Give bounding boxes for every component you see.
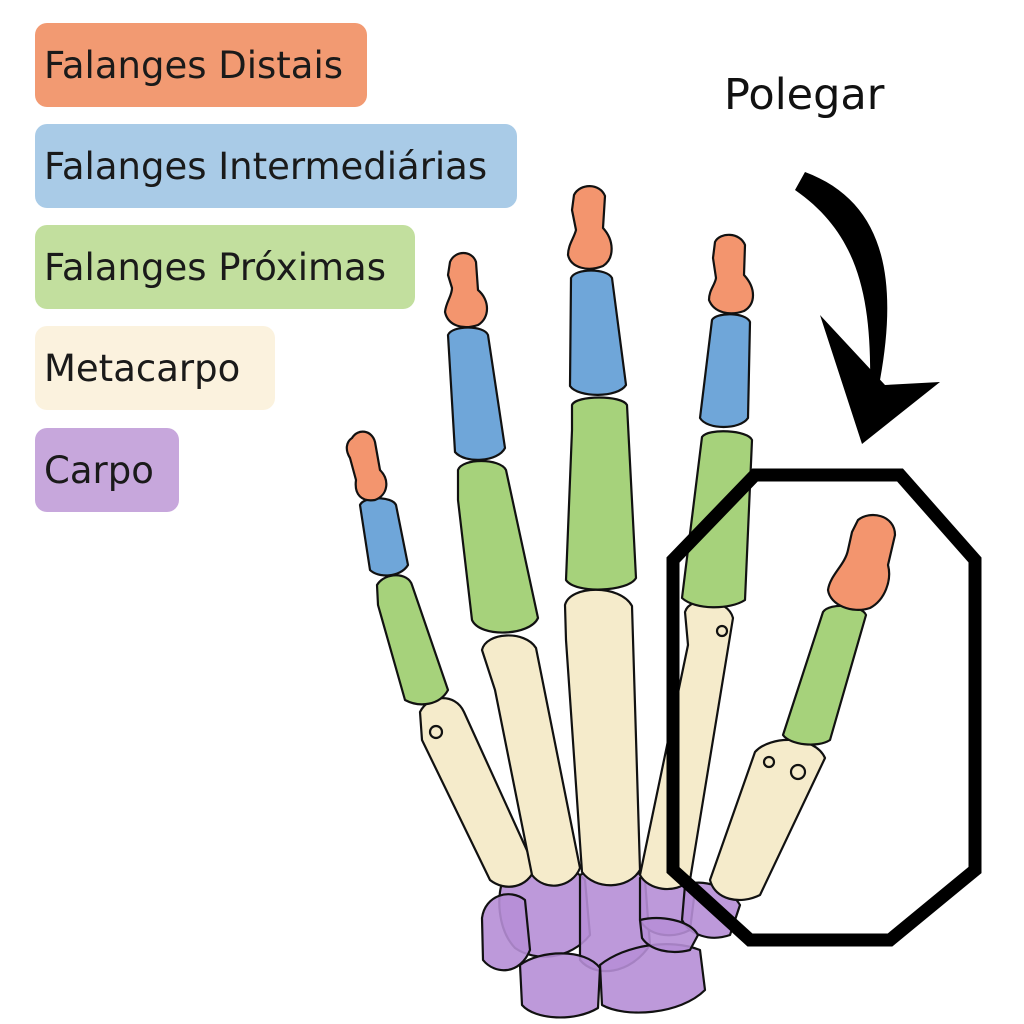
proximal-phalanx-little [375,574,450,706]
legend-distal-label: Falanges Distais [44,43,344,87]
carpal-bone [518,952,602,1019]
legend-metacarpals: Metacarpo [35,326,275,410]
carpal-bone [598,943,707,1014]
legend-carpals-label: Carpo [44,448,154,492]
distal-phalanx-thumb [826,513,897,611]
sesamoid-bone [762,755,776,769]
metacarpal-middle [563,588,642,887]
intermediate-phalanx-middle [568,269,628,396]
intermediate-phalanx-ring [446,326,507,461]
carpal-bone [638,917,700,954]
legend-proximal-phalanges: Falanges Próximas [35,225,415,309]
metacarpal-thumb [708,738,827,902]
proximal-phalanx-thumb [781,604,868,746]
carpal-bones [480,863,742,1019]
distal-phalanx-middle [566,185,613,270]
proximal-phalanx-middle [564,396,638,591]
carpal-bone [480,893,532,972]
proximal-phalanx-ring [456,460,540,634]
intermediate-phalanges [358,269,752,577]
metacarpal-bones [418,588,827,902]
sesamoid-bone [715,624,729,638]
legend-distal-phalanges: Falanges Distais [35,23,367,107]
legend-intermediate-phalanges: Falanges Intermediárias [35,124,517,208]
legend-carpals: Carpo [35,428,179,512]
intermediate-phalanx-little [358,497,410,577]
proximal-phalanges [375,396,868,746]
thumb-highlight-outline [666,468,982,947]
legend-proximal-label: Falanges Próximas [44,245,386,289]
sesamoid-bone [789,763,807,781]
legend-intermediate-label: Falanges Intermediárias [44,144,488,188]
intermediate-phalanx-index [698,313,752,429]
metacarpal-ring [480,634,582,887]
distal-phalanx-index [707,233,755,315]
thumb-label: Polegar [724,70,885,120]
legend-metacarpals-label: Metacarpo [44,346,241,390]
distal-phalanx-ring [443,251,489,329]
metacarpal-index [638,599,735,891]
distal-phalanx-little [345,430,388,502]
sesamoid-bone [428,724,444,740]
curved-arrow-icon [795,172,940,444]
distal-phalanges [345,185,897,611]
